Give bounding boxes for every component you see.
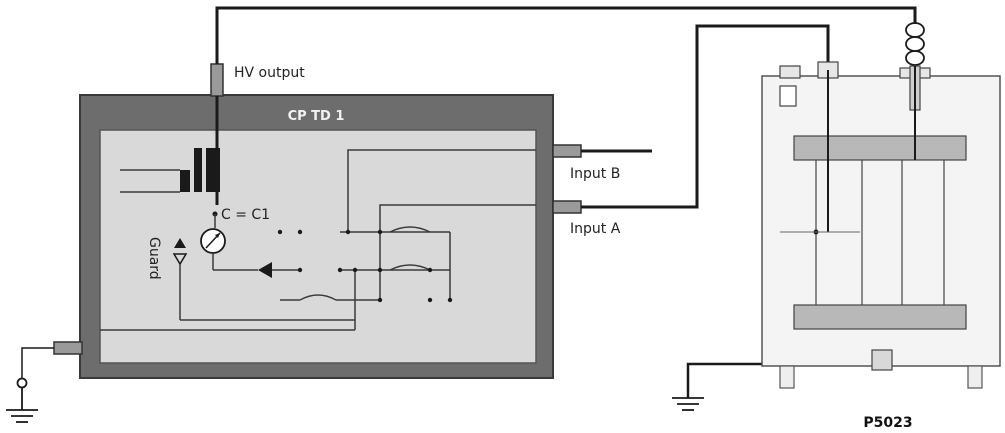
- meter-needle-tip: [215, 233, 220, 238]
- ground-cable: [21, 347, 54, 378]
- hv-source-bar-2: [194, 148, 202, 192]
- hv-output-label: HV output: [234, 65, 305, 81]
- ground-connector: [53, 341, 83, 355]
- cap-label: C = C1: [221, 207, 270, 223]
- hv-source-bar-1: [180, 170, 190, 192]
- tank-foot-left: [779, 365, 795, 389]
- ground-icon-right: [672, 397, 704, 411]
- bushing-coil-icon: [905, 22, 925, 66]
- transformer-tank: [761, 61, 1001, 389]
- guard-diode-open-icon: [172, 253, 188, 266]
- input-b-label: Input B: [570, 166, 620, 182]
- switch-contacts: [277, 229, 453, 303]
- transformer-core: [793, 135, 967, 330]
- cptd1-device: CP TD 1 C = C1 Guard: [53, 63, 621, 379]
- device-inner-panel: [99, 129, 537, 364]
- hv-cable: [215, 6, 917, 64]
- amplifier-icon: [258, 262, 272, 278]
- input-b-connector: [552, 144, 582, 158]
- guard-label: Guard: [146, 237, 162, 280]
- tank-drain-valve: [871, 349, 893, 371]
- tank-ground-cable: [686, 362, 762, 398]
- guard-diode-filled-icon: [174, 238, 186, 248]
- input-a-cable: [581, 24, 830, 209]
- ground-icon-left: [6, 377, 38, 423]
- tank-foot-right: [967, 365, 983, 389]
- input-a-connector: [552, 200, 582, 214]
- hv-source-bar-3: [206, 148, 220, 192]
- hv-output-connector: [210, 63, 224, 97]
- tank-gauge: [779, 85, 797, 107]
- transformer-label: P5023: [863, 415, 912, 431]
- input-a-label: Input A: [570, 221, 621, 237]
- external-wiring: [21, 6, 917, 398]
- device-title: CP TD 1: [288, 109, 345, 124]
